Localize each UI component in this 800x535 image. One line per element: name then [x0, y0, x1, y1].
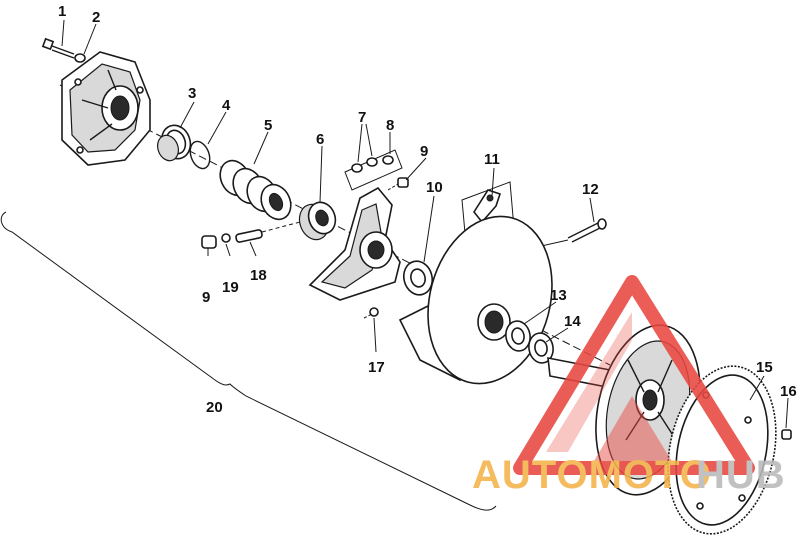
callout-12: 12 — [582, 181, 599, 198]
part-cover-housing — [61, 51, 151, 166]
group-bracket — [0, 211, 497, 511]
callout-11: 11 — [484, 151, 500, 168]
part-spring — [219, 159, 292, 221]
callout-20: 20 — [206, 399, 223, 416]
callout-9-right: 9 — [420, 143, 428, 160]
part-bolt-16 — [781, 429, 792, 440]
callout-17: 17 — [368, 359, 385, 376]
logo-triangle-icon — [513, 275, 755, 475]
part-bushing-13 — [505, 320, 531, 352]
center-axis — [59, 84, 611, 366]
part-ring-gear — [667, 365, 777, 535]
part-roller — [298, 201, 337, 241]
callout-14: 14 — [564, 313, 581, 330]
leader-lines — [61, 19, 789, 429]
watermark-word-grey: HUB — [696, 453, 786, 497]
callout-19: 19 — [222, 279, 239, 296]
callout-10: 10 — [426, 179, 443, 196]
part-bolt — [41, 37, 75, 59]
callout-8: 8 — [386, 117, 394, 134]
callout-9-left: 9 — [202, 289, 210, 306]
part-moveable-sheave — [398, 215, 553, 385]
part-pin-set-left — [201, 221, 301, 249]
callout-7: 7 — [358, 109, 366, 126]
part-washer-10 — [402, 260, 434, 296]
part-nuts — [344, 149, 403, 191]
callout-6: 6 — [316, 131, 324, 148]
part-washer — [74, 53, 86, 63]
callout-13: 13 — [550, 287, 567, 304]
callout-4: 4 — [222, 97, 231, 114]
callout-18: 18 — [250, 267, 267, 284]
watermark: AUTOMOTO HUB — [472, 275, 786, 497]
watermark-word-orange: AUTOMOTO — [472, 453, 712, 497]
callout-1: 1 — [58, 3, 66, 20]
callouts: 1 2 3 4 5 6 7 8 9 10 11 12 13 14 15 16 9… — [58, 3, 797, 416]
part-pin-right — [387, 177, 409, 191]
callout-5: 5 — [264, 117, 272, 134]
part-pin-17 — [363, 307, 379, 319]
callout-15: 15 — [756, 359, 773, 376]
callout-2: 2 — [92, 9, 100, 26]
callout-3: 3 — [188, 85, 196, 102]
part-bushing-14 — [528, 332, 554, 364]
callout-16: 16 — [780, 383, 797, 400]
part-cam-arm — [308, 186, 401, 301]
part-snap-ring — [189, 140, 211, 170]
part-bushing — [157, 124, 192, 162]
